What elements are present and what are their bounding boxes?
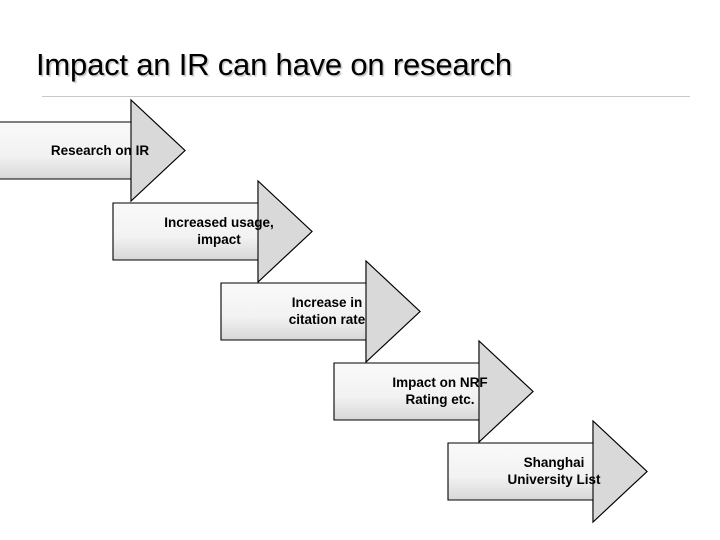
arrow-shape-icon [220,259,421,364]
arrow-shape-icon [333,339,534,444]
title-divider [42,96,690,97]
arrow-shape-icon [112,179,313,284]
page-title: Impact an IR can have on research [36,47,512,82]
process-arrow-5[interactable]: Shanghai University List [447,419,648,524]
arrow-shape-icon [447,419,648,524]
arrow-shape-icon [0,98,186,203]
